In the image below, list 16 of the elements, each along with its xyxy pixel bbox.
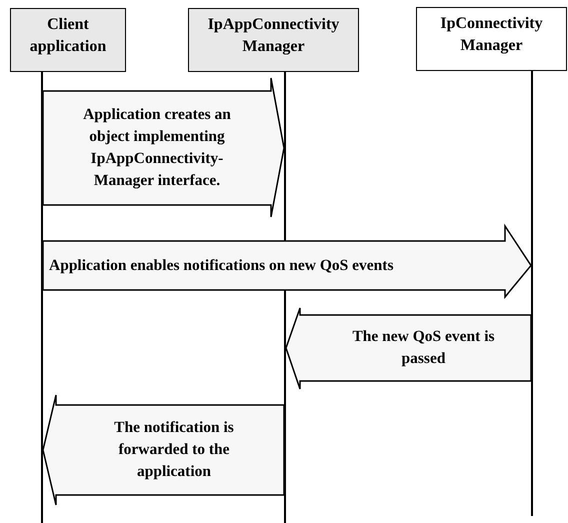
participant-name: Client application [28, 15, 108, 57]
edge-label: The new QoS event is passed [351, 327, 496, 369]
participant-box [188, 8, 359, 72]
participant-box [10, 8, 126, 72]
participant-name: IpConnectivity Manager [439, 14, 544, 56]
block-arrow [42, 224, 532, 300]
block-arrow [42, 394, 285, 506]
lifeline [41, 72, 43, 523]
lifeline [531, 71, 533, 516]
block-arrow [42, 77, 285, 218]
block-arrow [285, 307, 532, 390]
edge-label: Application enables notifications on new QoS events [49, 256, 394, 276]
participant-box [416, 7, 567, 71]
edge-label: Application creates an object implementing IpAppConnectivity- Manager interface. [82, 105, 232, 191]
participant-name: IpAppConnectivity Manager [206, 15, 340, 57]
edge-label: The notification is forwarded to the application [113, 418, 235, 482]
